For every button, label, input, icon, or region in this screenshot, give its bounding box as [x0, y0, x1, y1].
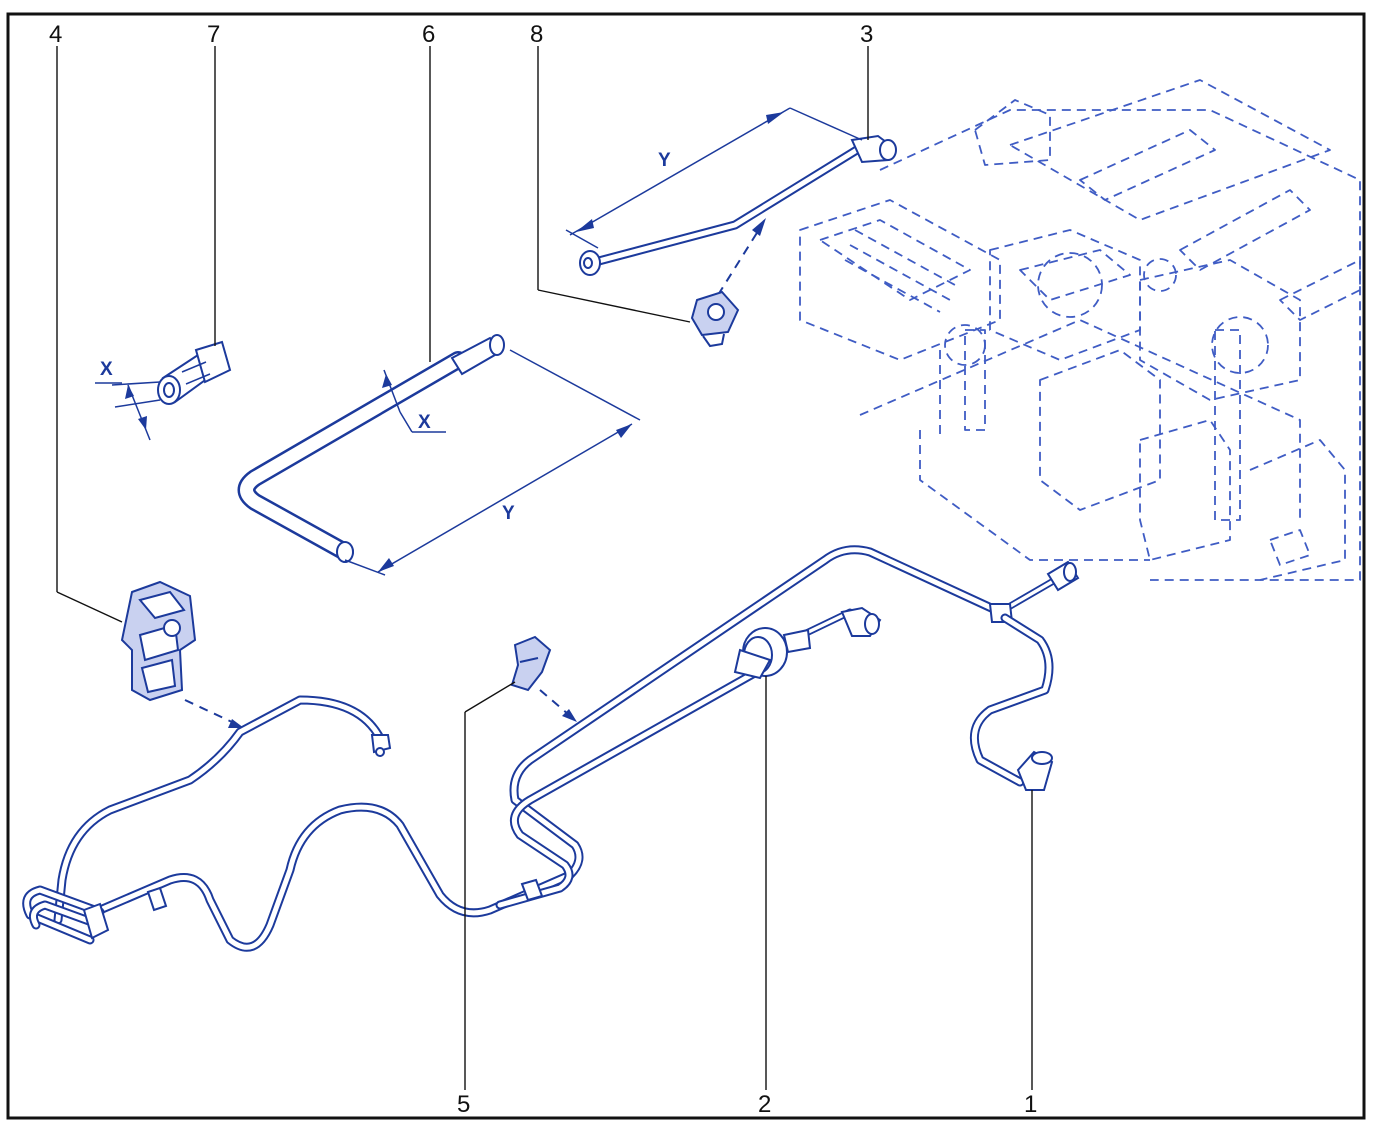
leader-4-tail: [56, 591, 123, 623]
callout-7: 7: [207, 21, 220, 48]
callout-numbers: 4 7 6 8 3 5 2 1: [49, 21, 1037, 1118]
leader-8-tail: [537, 289, 691, 323]
part-8-clip: [690, 218, 766, 348]
callout-2: 2: [758, 1091, 771, 1118]
dimension-y-part-3: Y: [565, 107, 863, 249]
main-fuel-pipe: [22, 545, 1080, 952]
callout-6: 6: [422, 21, 435, 48]
part-4-clip-block: [120, 580, 244, 728]
callout-5: 5: [457, 1091, 470, 1118]
callout-3: 3: [860, 21, 873, 48]
dimension-label-hose-diameter: X: [418, 412, 431, 433]
dimension-x-part-6: X: [382, 369, 446, 433]
callout-4: 4: [49, 21, 62, 48]
leader-lines: [56, 46, 1033, 1090]
dimension-label-pipe-length: Y: [658, 150, 671, 171]
callout-8: 8: [530, 21, 543, 48]
leader-5-tail: [464, 681, 516, 713]
dimension-x-part-7: X: [95, 359, 161, 441]
part-6-hose: [237, 334, 505, 563]
part-5-clip: [510, 635, 577, 722]
diagram-frame: [6, 12, 1366, 1120]
dimension-label-connector-diameter: X: [100, 359, 113, 380]
part-3-rigid-pipe: [579, 134, 897, 276]
part-7-connector: [157, 340, 232, 405]
dimension-label-hose-length: Y: [502, 503, 515, 524]
dimension-y-part-6: Y: [344, 349, 641, 576]
callout-1: 1: [1024, 1091, 1037, 1118]
engine-outline: [799, 79, 1361, 581]
